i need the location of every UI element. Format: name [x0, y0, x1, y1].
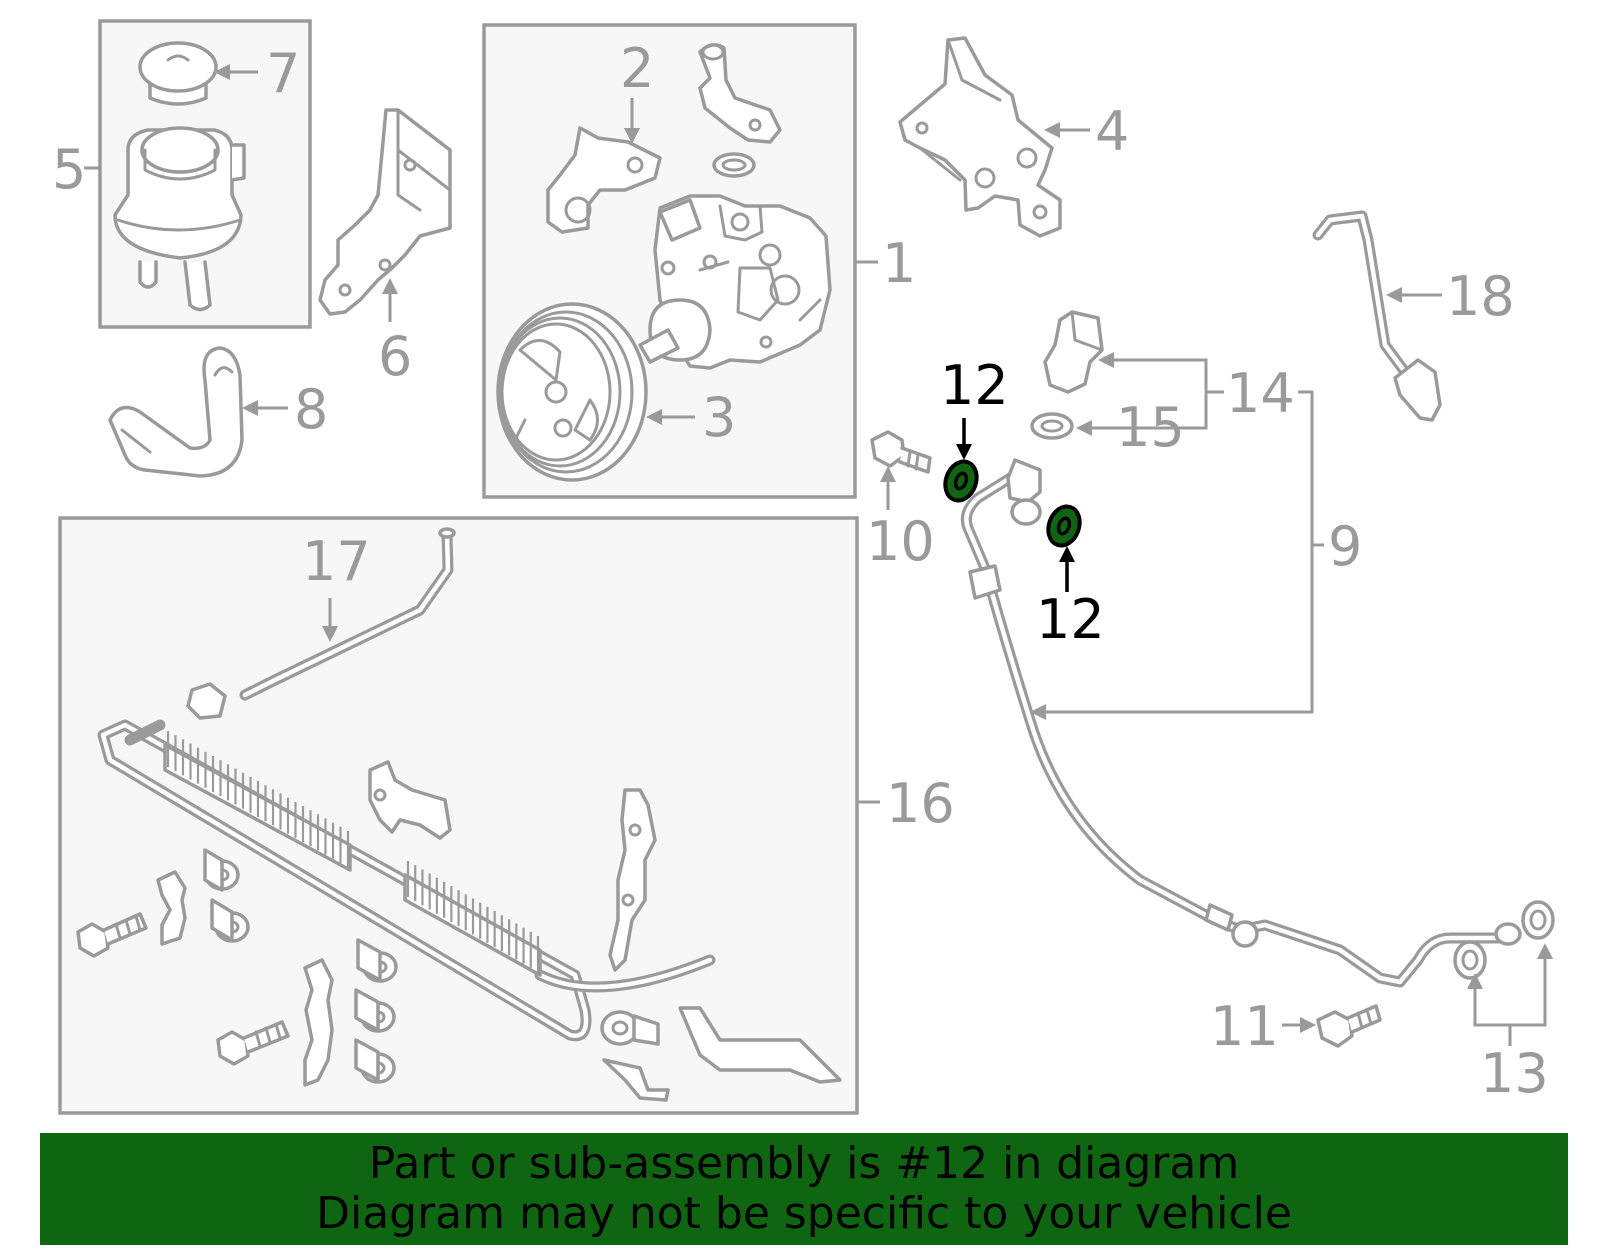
reservoir-cap — [138, 41, 218, 106]
o-ring-small — [712, 152, 756, 178]
banner-line-1: Part or sub-assembly is #12 in diagram — [368, 1138, 1240, 1189]
grommets — [203, 848, 660, 1084]
callout-12-lower: 12 — [1036, 588, 1105, 651]
hose-end-washer-2 — [1521, 900, 1555, 940]
callout-7: 7 — [266, 42, 300, 105]
callout-3: 3 — [702, 386, 736, 449]
cooler-bracket-right — [608, 788, 657, 972]
engine-bracket — [898, 36, 1062, 238]
pump-mounting-bracket — [318, 108, 452, 316]
callout-12-upper: 12 — [940, 354, 1009, 417]
callout-14: 14 — [1226, 362, 1295, 425]
callout-13: 13 — [1480, 1042, 1549, 1105]
cooler-bracket-center — [368, 760, 452, 840]
part-info-banner: Part or sub-assembly is #12 in diagram D… — [40, 1133, 1568, 1245]
pump-bracket — [546, 126, 662, 234]
cooler-clips — [156, 870, 334, 1087]
mount-bolt — [1316, 1004, 1382, 1048]
pump-pulley — [496, 302, 648, 482]
callout-8: 8 — [294, 378, 328, 441]
callout-17: 17 — [302, 530, 371, 593]
union-fitting — [698, 43, 782, 144]
callout-15: 15 — [1116, 396, 1185, 459]
power-steering-pump — [638, 194, 832, 370]
banjo-bolt — [870, 430, 932, 474]
hose-end-washer — [1453, 940, 1487, 980]
copper-washer-upper — [943, 459, 979, 503]
cooler-bracket-lower-right — [602, 1006, 842, 1102]
cooler-return-hose — [186, 527, 456, 720]
callout-9: 9 — [1328, 515, 1362, 578]
callout-10: 10 — [866, 510, 935, 573]
sensor-washer — [1030, 412, 1074, 440]
pressure-sensor — [1043, 310, 1104, 394]
callout-4: 4 — [1095, 100, 1129, 163]
callout-11: 11 — [1210, 995, 1279, 1058]
copper-washer-lower — [1046, 504, 1082, 548]
callout-2: 2 — [620, 37, 654, 100]
callout-18: 18 — [1446, 265, 1515, 328]
callout-5: 5 — [52, 138, 86, 201]
oil-cooler — [97, 719, 716, 1042]
cooler-group-box — [58, 516, 859, 1115]
cooler-bolts — [76, 912, 290, 1066]
callout-6: 6 — [378, 325, 412, 388]
banner-line-2: Diagram may not be specific to your vehi… — [316, 1188, 1292, 1239]
return-pipe — [1312, 210, 1442, 422]
pressure-hose — [960, 458, 1522, 988]
power-steering-reservoir — [113, 126, 246, 312]
callout-1: 1 — [882, 232, 916, 295]
callout-16: 16 — [886, 772, 955, 835]
suction-hose — [108, 346, 244, 478]
